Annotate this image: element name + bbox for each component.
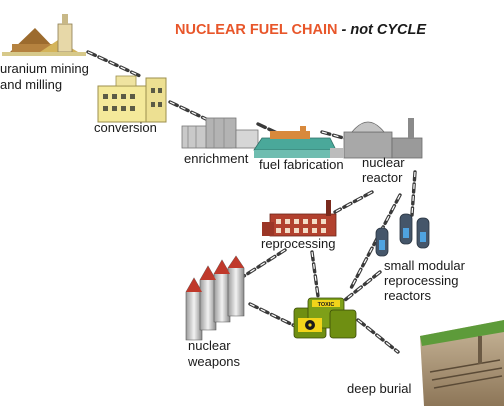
- label-nuclear-reactor-line1: nuclear: [362, 155, 405, 170]
- label-smr-line3: reactors: [384, 288, 431, 303]
- fuel-fabrication-illustration: [253, 126, 337, 158]
- label-smr-line2: reprocessing: [384, 273, 459, 288]
- chain-reactor-waste: [348, 193, 402, 292]
- label-uranium-mining: uranium mining: [0, 61, 89, 76]
- label-nuclear-weapons-line1: nuclear: [188, 338, 231, 353]
- small-modular-reactors-illustration: [375, 213, 430, 257]
- nuclear-reactor-illustration: [330, 118, 423, 159]
- label-nuclear-weapons-line2: weapons: [188, 354, 241, 369]
- conversion-plant-illustration: [97, 75, 167, 123]
- uranium-mine-illustration: [2, 14, 86, 56]
- label-smr-line1: small modular: [384, 258, 465, 273]
- label-nuclear-reactor-line2: reactor: [362, 170, 403, 185]
- toxic-waste-barrels-illustration: [293, 297, 357, 339]
- label-and-milling: and milling: [0, 77, 63, 92]
- nuclear-weapons-illustration: [185, 255, 245, 341]
- label-deep-burial: deep burial: [347, 381, 412, 396]
- deep-burial-illustration: [420, 320, 504, 406]
- enrichment-plant-illustration: [181, 117, 259, 149]
- chain-reactor-reprocessing: [333, 190, 374, 214]
- title-subtitle: - not CYCLE: [341, 22, 427, 38]
- diagram-title: NUCLEAR FUEL CHAIN - not CYCLE: [175, 22, 426, 38]
- label-enrichment: enrichment: [184, 151, 249, 166]
- title-main: NUCLEAR FUEL CHAIN: [175, 22, 338, 38]
- toxic-barrel-label: TOXIC: [318, 302, 335, 308]
- label-conversion: conversion: [94, 120, 157, 135]
- label-fuel-fabrication: fuel fabrication: [259, 157, 344, 172]
- reprocessing-plant-illustration: [262, 200, 337, 237]
- chain-reactor-smr: [410, 170, 417, 217]
- label-reprocessing: reprocessing: [261, 236, 336, 251]
